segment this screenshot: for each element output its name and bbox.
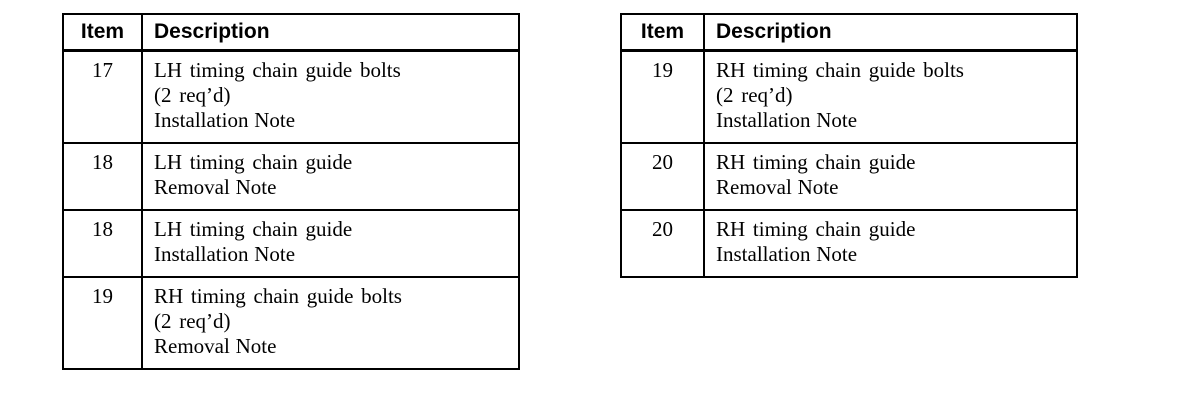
description-line: RH timing chain guide (716, 217, 916, 241)
cell-item-number: 19 (620, 49, 705, 144)
description-line-note: Removal Note (154, 334, 277, 358)
description-line: LH timing chain guide (154, 150, 353, 174)
table-header-left: Item Description (62, 13, 520, 52)
column-header-description: Description (703, 13, 1078, 52)
cell-item-number: 20 (620, 142, 705, 211)
description-line: LH timing chain guide bolts (154, 58, 401, 82)
description-line: LH timing chain guide (154, 217, 353, 241)
table-row: 20 RH timing chain guide Removal Note (620, 142, 1078, 211)
column-header-item: Item (620, 13, 705, 52)
table-row: 19 RH timing chain guide bolts (2 req’d)… (62, 276, 520, 370)
description-line-note: Installation Note (154, 108, 296, 132)
description-line-note: Removal Note (154, 175, 277, 199)
table-row: 18 LH timing chain guide Installation No… (62, 209, 520, 278)
description-line: RH timing chain guide (716, 150, 916, 174)
description-line-quantity: (2 req’d) (154, 309, 231, 333)
description-line-note: Installation Note (716, 242, 858, 266)
table-body-right: 19 RH timing chain guide bolts (2 req’d)… (620, 49, 1078, 278)
description-line-note: Installation Note (716, 108, 858, 132)
cell-description: RH timing chain guide Installation Note (703, 209, 1078, 278)
cell-description: LH timing chain guide Installation Note (141, 209, 520, 278)
cell-description: LH timing chain guide Removal Note (141, 142, 520, 211)
cell-item-number: 17 (62, 49, 143, 144)
cell-description: RH timing chain guide bolts (2 req’d) In… (703, 49, 1078, 144)
description-line: RH timing chain guide bolts (154, 284, 402, 308)
cell-description: RH timing chain guide bolts (2 req’d) Re… (141, 276, 520, 370)
table-row: 17 LH timing chain guide bolts (2 req’d)… (62, 49, 520, 144)
cell-item-number: 19 (62, 276, 143, 370)
description-line-quantity: (2 req’d) (154, 83, 231, 107)
table-row: 19 RH timing chain guide bolts (2 req’d)… (620, 49, 1078, 144)
description-line-note: Removal Note (716, 175, 839, 199)
parts-table-left: Item Description 17 LH timing chain guid… (62, 13, 520, 370)
table-row: 18 LH timing chain guide Removal Note (62, 142, 520, 211)
table-header-right: Item Description (620, 13, 1078, 52)
cell-item-number: 18 (62, 209, 143, 278)
header-row: Item Description (620, 13, 1078, 52)
column-header-item: Item (62, 13, 143, 52)
description-line: RH timing chain guide bolts (716, 58, 964, 82)
cell-item-number: 20 (620, 209, 705, 278)
parts-table-right: Item Description 19 RH timing chain guid… (620, 13, 1078, 278)
description-line-note: Installation Note (154, 242, 296, 266)
column-header-description: Description (141, 13, 520, 52)
description-line-quantity: (2 req’d) (716, 83, 793, 107)
cell-description: LH timing chain guide bolts (2 req’d) In… (141, 49, 520, 144)
header-row: Item Description (62, 13, 520, 52)
table-body-left: 17 LH timing chain guide bolts (2 req’d)… (62, 49, 520, 370)
cell-description: RH timing chain guide Removal Note (703, 142, 1078, 211)
cell-item-number: 18 (62, 142, 143, 211)
table-row: 20 RH timing chain guide Installation No… (620, 209, 1078, 278)
